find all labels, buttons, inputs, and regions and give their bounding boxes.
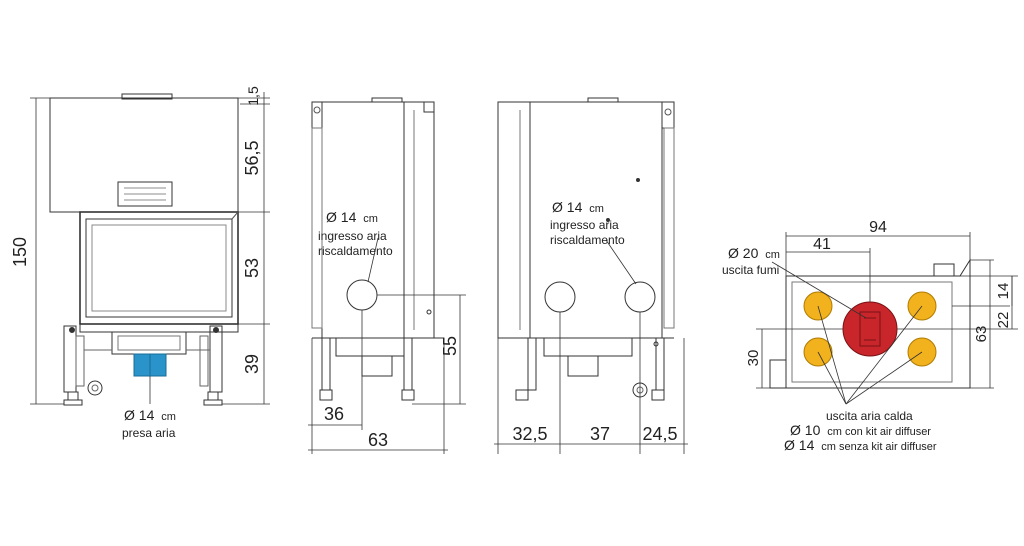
top-left-box <box>769 359 787 389</box>
side1-label-diam: Ø 14 <box>326 209 357 225</box>
front-dim-mid: 53 <box>242 258 262 278</box>
side2-dim-a: 32,5 <box>512 424 547 444</box>
top-option-1-text: cm con kit air diffuser <box>827 426 931 438</box>
front-inlet-label: Ø 14 cm <box>124 407 176 423</box>
front-glass-inner <box>91 224 227 312</box>
side1-leg-right <box>403 337 413 391</box>
front-inlet-diam: Ø 14 <box>124 407 155 423</box>
side1-base-box <box>335 337 405 357</box>
top-option-2-text: cm senza kit air diffuser <box>821 441 937 453</box>
top-flue-label: Ø 20 cm <box>728 245 780 261</box>
top-dim-offset: 41 <box>813 236 831 253</box>
side1-top-knob <box>311 101 323 129</box>
top-option-1-diam: Ø 10 <box>790 422 821 438</box>
top-option-1: Ø 10 cm con kit air diffuser <box>790 422 931 438</box>
top-flue-text: uscita fumi <box>722 263 779 277</box>
top-hot-air-text: uscita aria calda <box>826 409 913 423</box>
top-dim-width: 94 <box>869 219 887 236</box>
top-dim-right-mid: 22 <box>995 312 1012 329</box>
side2-label-diam: Ø 14 <box>552 199 583 215</box>
top-view <box>756 232 1018 405</box>
top-option-2: Ø 14 cm senza kit air diffuser <box>784 437 937 453</box>
side1-label-line2: riscaldamento <box>318 244 393 258</box>
side1-label-unit: cm <box>363 213 378 225</box>
front-left-leg <box>63 325 77 393</box>
side2-label-unit: cm <box>589 203 604 215</box>
top-flue-unit: cm <box>765 249 780 261</box>
top-dim-right-small: 14 <box>995 283 1012 300</box>
front-right-leg <box>209 325 223 393</box>
side2-dim-c: 24,5 <box>642 424 677 444</box>
top-inner <box>791 281 953 383</box>
side-view-1 <box>308 97 466 454</box>
top-corner-block <box>933 263 955 277</box>
side1-label-line1: ingresso aria <box>318 229 387 243</box>
front-air-box <box>111 331 187 355</box>
front-hood <box>49 97 239 213</box>
side2-door <box>497 101 531 339</box>
front-dim-top: 1,5 <box>245 86 261 106</box>
side1-leg-left <box>321 337 331 391</box>
side1-dim-height: 55 <box>440 336 460 356</box>
side1-dim-offset: 36 <box>324 404 344 424</box>
front-air-box-inner <box>117 335 181 351</box>
top-flue-diam: Ø 20 <box>728 245 759 261</box>
top-dim-right-total: 63 <box>973 326 990 343</box>
front-top-plate <box>121 93 173 100</box>
side1-label-diam-line: Ø 14 cm <box>326 209 378 225</box>
front-glass <box>85 218 233 318</box>
side2-leg-left <box>527 337 537 391</box>
top-option-2-diam: Ø 14 <box>784 437 815 453</box>
front-dim-total: 150 <box>10 237 30 267</box>
side2-base-box <box>543 337 633 357</box>
front-left-wheel <box>87 380 103 396</box>
top-flue-outlet <box>842 301 898 357</box>
front-inlet-unit: cm <box>161 411 176 423</box>
side-view-2 <box>494 97 688 454</box>
side2-label-line2: riscaldamento <box>550 233 625 247</box>
front-dim-low: 39 <box>242 354 262 374</box>
side1-door <box>403 101 435 339</box>
front-view <box>30 92 270 406</box>
top-dim-left: 30 <box>745 350 762 367</box>
front-dim-upper: 56,5 <box>242 140 262 175</box>
side2-label-diam-line: Ø 14 cm <box>552 199 604 215</box>
side2-label-line1: ingresso aria <box>550 218 619 232</box>
side2-air-inlet-b <box>624 281 656 313</box>
side2-air-inlet-a <box>544 281 576 313</box>
side1-dim-width: 63 <box>368 430 388 450</box>
front-inlet-text: presa aria <box>122 426 176 440</box>
side1-air-inlet <box>346 279 378 311</box>
side2-dim-b: 37 <box>590 424 610 444</box>
front-vent-grille <box>117 181 173 207</box>
front-firebox-frame <box>79 211 239 325</box>
